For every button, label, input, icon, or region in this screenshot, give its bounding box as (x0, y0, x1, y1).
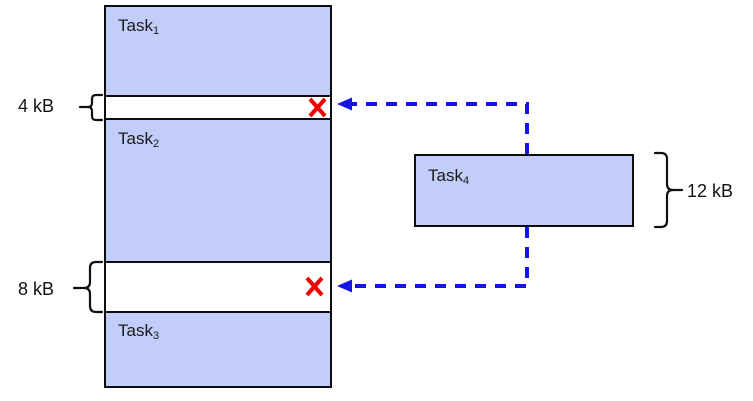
size-label-12kb: 12 kB (687, 181, 734, 201)
task2-subscript: 2 (152, 138, 160, 150)
memory-hole-8kb (104, 261, 332, 313)
brace-8kb (72, 260, 104, 314)
arrow-task4-to-hole-8kb (337, 227, 529, 293)
memory-block-task2 (104, 118, 332, 263)
incoming-task4-label: Task4 (428, 166, 470, 187)
task4-subscript: 4 (462, 175, 470, 187)
memory-block-task3 (104, 311, 332, 388)
task3-text: Task (118, 321, 153, 340)
memory-block-task1-label: Task1 (118, 16, 160, 37)
memory-block-task3-label: Task3 (118, 321, 160, 342)
memory-block-task1 (104, 5, 332, 97)
task1-text: Task (118, 16, 153, 35)
task4-text: Task (428, 166, 463, 185)
brace-12kb (653, 151, 684, 229)
task3-subscript: 3 (152, 330, 160, 342)
task2-text: Task (118, 129, 153, 148)
task1-subscript: 1 (152, 25, 160, 37)
size-label-4kb: 4 kB (18, 96, 55, 116)
memory-hole-4kb (104, 95, 332, 120)
memory-block-task2-label: Task2 (118, 129, 160, 150)
brace-4kb (78, 93, 104, 122)
arrow-task4-to-hole-4kb (337, 97, 529, 154)
size-label-8kb: 8 kB (18, 279, 55, 299)
incoming-task4-box (414, 154, 634, 227)
